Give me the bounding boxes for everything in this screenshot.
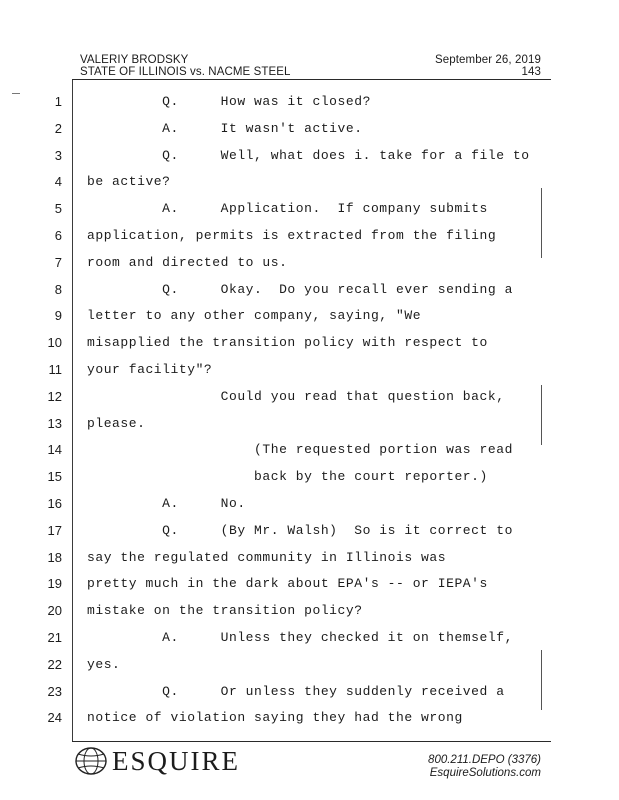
line-text: your facility"? xyxy=(87,361,213,377)
line-text: Q. Well, what does i. take for a file to xyxy=(87,147,530,163)
line-text: Q. (By Mr. Walsh) So is it correct to xyxy=(87,522,513,538)
line-number: 11 xyxy=(48,361,63,377)
line-number: 18 xyxy=(47,549,62,565)
line-text: A. Unless they checked it on themself, xyxy=(87,629,513,645)
esquire-logo: ESQUIRE xyxy=(74,746,240,776)
transcript-line: 5 A. Application. If company submits xyxy=(0,197,619,224)
line-text: room and directed to us. xyxy=(87,254,288,270)
line-number: 14 xyxy=(47,442,62,458)
line-number: 2 xyxy=(54,120,62,136)
line-number: 7 xyxy=(54,254,62,270)
line-text: please. xyxy=(87,415,146,431)
transcript-line: 23 Q. Or unless they suddenly received a xyxy=(0,680,619,707)
transcript-line: 18 say the regulated community in Illinoi… xyxy=(0,546,619,573)
transcript-line: 12 Could you read that question back, xyxy=(0,385,619,412)
right-margin-mark xyxy=(541,385,542,445)
line-number: 12 xyxy=(47,388,62,404)
line-text: Q. How was it closed? xyxy=(87,94,371,109)
line-text: be active? xyxy=(87,174,171,190)
right-margin-mark xyxy=(541,650,542,710)
witness-name: VALERIY BRODSKY xyxy=(80,54,189,66)
line-number: 24 xyxy=(47,710,62,726)
case-title: STATE OF ILLINOIS vs. NACME STEEL xyxy=(80,66,291,78)
bottom-rule xyxy=(72,741,551,742)
page-number: 143 xyxy=(521,66,541,78)
line-text: notice of violation saying they had the … xyxy=(87,710,463,726)
line-text: A. Application. If company submits xyxy=(87,201,488,217)
line-number: 4 xyxy=(54,174,62,190)
transcript-line: 17 Q. (By Mr. Walsh) So is it correct to xyxy=(0,519,619,546)
line-text: Could you read that question back, xyxy=(87,388,505,404)
line-text: pretty much in the dark about EPA's -- o… xyxy=(87,576,488,592)
header-left: VALERIY BRODSKY STATE OF ILLINOIS vs. NA… xyxy=(80,54,291,78)
line-text: (The requested portion was read xyxy=(87,442,513,458)
transcript-line: 14 (The requested portion was read xyxy=(0,438,619,465)
transcript-line: 20 mistake on the transition policy? xyxy=(0,599,619,626)
line-text: Q. Okay. Do you recall ever sending a xyxy=(87,281,513,297)
line-text: misapplied the transition policy with re… xyxy=(87,335,488,351)
transcript-line: 16 A. No. xyxy=(0,492,619,519)
line-number: 5 xyxy=(54,201,62,217)
line-number: 17 xyxy=(47,522,62,538)
transcript-line: 9 letter to any other company, saying, "W… xyxy=(0,304,619,331)
deposition-date: September 26, 2019 xyxy=(434,54,541,66)
top-rule xyxy=(72,79,551,80)
line-number: 23 xyxy=(47,683,62,699)
transcript-line: 1 Q. How was it closed? xyxy=(0,90,619,117)
footer-phone: 800.211.DEPO (3376) xyxy=(428,754,541,766)
right-margin-mark xyxy=(541,188,542,258)
transcript-line: 21 A. Unless they checked it on themself… xyxy=(0,626,619,653)
logo-text: ESQUIRE xyxy=(112,746,240,776)
header-right: September 26, 2019 143 xyxy=(435,54,541,78)
transcript-line: 10 misapplied the transition policy with … xyxy=(0,331,619,358)
transcript-line: 7 room and directed to us. xyxy=(0,251,619,278)
line-number: 8 xyxy=(54,281,62,297)
line-text: application, permits is extracted from t… xyxy=(87,227,497,243)
transcript-line: 13 please. xyxy=(0,412,619,439)
globe-icon xyxy=(75,747,107,775)
transcript-line: 24 notice of violation saying they had th… xyxy=(0,706,619,733)
transcript-line: 11 your facility"? xyxy=(0,358,619,385)
transcript-line: 3 Q. Well, what does i. take for a file … xyxy=(0,144,619,171)
line-text: letter to any other company, saying, "We xyxy=(87,308,422,324)
transcript-lines: 1 Q. How was it closed?2 A. It wasn't ac… xyxy=(0,90,619,733)
line-text: mistake on the transition policy? xyxy=(87,603,363,619)
footer-website: EsquireSolutions.com xyxy=(429,767,541,779)
transcript-line: 8 Q. Okay. Do you recall ever sending a xyxy=(0,278,619,305)
line-text: A. It wasn't active. xyxy=(87,120,363,136)
line-number: 20 xyxy=(47,603,62,619)
line-text: A. No. xyxy=(87,495,246,511)
line-text: back by the court reporter.) xyxy=(87,469,488,485)
line-number: 1 xyxy=(54,94,62,109)
line-text: Q. Or unless they suddenly received a xyxy=(87,683,505,699)
line-number: 9 xyxy=(54,308,62,324)
footer-contact: 800.211.DEPO (3376) EsquireSolutions.com xyxy=(428,754,541,780)
line-number: 19 xyxy=(47,576,62,592)
transcript-line: 6 application, permits is extracted from … xyxy=(0,224,619,251)
line-number: 21 xyxy=(47,629,62,645)
margin-line xyxy=(72,80,73,741)
line-number: 13 xyxy=(47,415,62,431)
scan-mark xyxy=(12,93,20,94)
line-text: yes. xyxy=(87,656,121,672)
line-text: say the regulated community in Illinois … xyxy=(87,549,447,565)
transcript-line: 2 A. It wasn't active. xyxy=(0,117,619,144)
line-number: 6 xyxy=(54,227,62,243)
line-number: 22 xyxy=(47,656,62,672)
line-number: 15 xyxy=(47,469,62,485)
line-number: 10 xyxy=(47,335,62,351)
transcript-line: 22 yes. xyxy=(0,653,619,680)
transcript-line: 19 pretty much in the dark about EPA's --… xyxy=(0,572,619,599)
line-number: 16 xyxy=(47,495,62,511)
line-number: 3 xyxy=(54,147,62,163)
transcript-line: 4 be active? xyxy=(0,170,619,197)
transcript-line: 15 back by the court reporter.) xyxy=(0,465,619,492)
